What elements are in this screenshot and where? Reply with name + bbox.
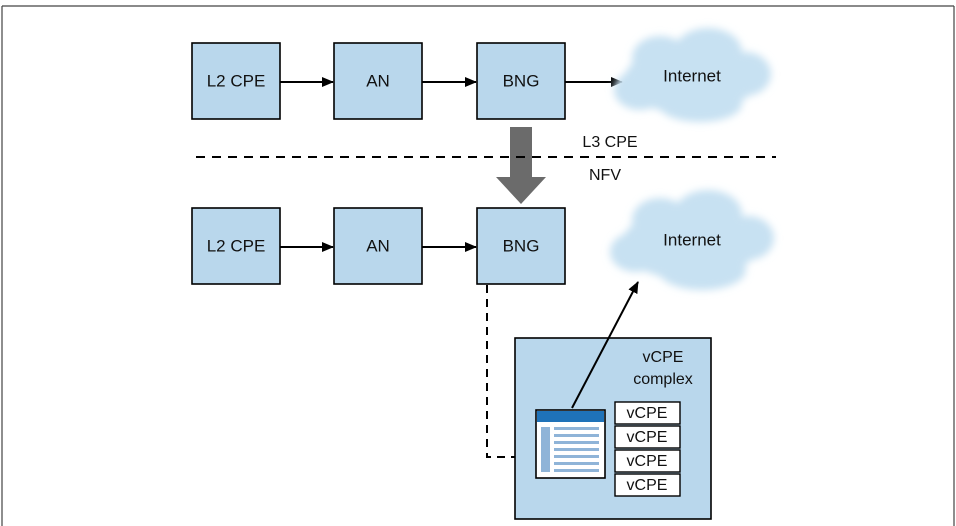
divider-upper-label: L3 CPE (582, 134, 637, 151)
vcpe-complex-title-line2: complex (633, 371, 693, 388)
row2-bng-label: BNG (503, 236, 540, 255)
vcpe-complex: vCPE complex vCPE vCPE vCPE vCPE (514, 337, 712, 520)
vcpe-instance-label: vCPE (627, 477, 668, 494)
row2-internet-cloud-icon (610, 190, 774, 290)
divider-lower-label: NFV (589, 167, 621, 184)
server-window-icon (535, 409, 606, 479)
row2-l2cpe-label: L2 CPE (207, 236, 266, 255)
row2-internet-label: Internet (663, 230, 721, 249)
vcpe-instance-box (614, 401, 681, 425)
arrow-complex-to-internet (571, 281, 639, 409)
row2-an-label: AN (366, 236, 390, 255)
vcpe-instance-label: vCPE (627, 429, 668, 446)
row1-bng-box (476, 42, 566, 120)
row1-l2cpe-box (191, 42, 281, 120)
row1-l2cpe-label: L2 CPE (207, 71, 266, 90)
row2-bng-box (476, 207, 566, 285)
vcpe-instance-label: vCPE (627, 453, 668, 470)
row1-internet-label: Internet (663, 66, 721, 85)
vcpe-instance-box (614, 449, 681, 473)
row1-an-box (333, 42, 423, 120)
vcpe-instance-label: vCPE (627, 405, 668, 422)
vcpe-instance-box (614, 425, 681, 449)
row1-internet-cloud-icon (614, 28, 771, 122)
row1-an-label: AN (366, 71, 390, 90)
row2: L2 CPE AN BNG Internet (191, 190, 774, 290)
vcpe-instance-box (614, 473, 681, 497)
row1-bng-label: BNG (503, 71, 540, 90)
row1: L2 CPE AN BNG Internet (191, 28, 771, 122)
transition-arrow (496, 127, 546, 204)
vcpe-complex-title-line1: vCPE (643, 349, 684, 366)
